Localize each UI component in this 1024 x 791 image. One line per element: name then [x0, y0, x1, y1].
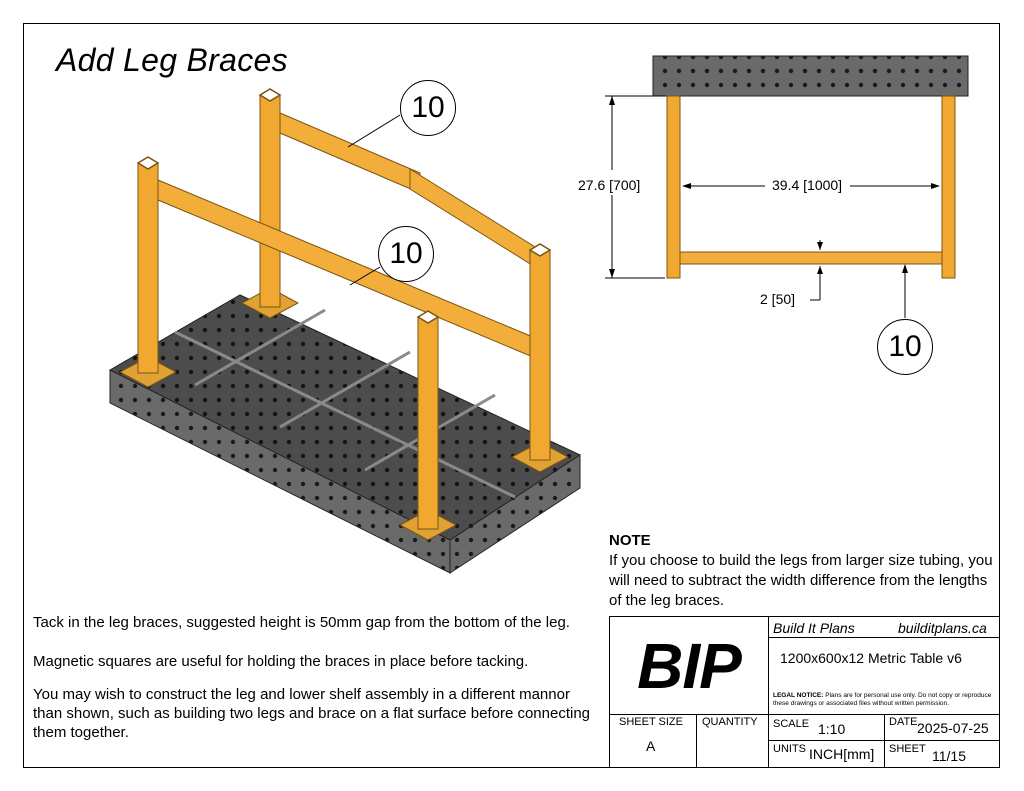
instruction-3: You may wish to construct the leg and lo…: [33, 686, 591, 741]
note-heading: NOTE: [609, 532, 651, 549]
date-value: 2025-07-25: [917, 720, 989, 736]
isometric-view: [108, 88, 582, 574]
leg-tops: [136, 88, 552, 324]
sheet-label: SHEET: [889, 743, 926, 755]
drawing-frame: [23, 23, 1000, 768]
front-view-tabletop: [652, 55, 969, 97]
leader-lower: [349, 266, 381, 286]
sheet-value: 11/15: [932, 748, 966, 764]
legal-notice-text: Plans are for personal use only. Do not …: [773, 692, 992, 707]
units-value: INCH[mm]: [809, 746, 875, 762]
bip-logo: BIP: [637, 630, 742, 702]
dimension-arrows: [609, 96, 940, 278]
front-view: [605, 55, 969, 318]
callout-balloon-front: 10: [877, 319, 933, 375]
company-name: Build It Plans: [773, 620, 855, 636]
dimension-gap: 2 [50]: [760, 291, 796, 307]
dimension-width: 39.4 [1000]: [772, 177, 843, 193]
quantity-label: QUANTITY: [702, 716, 758, 728]
leader-upper: [347, 114, 401, 148]
callout-balloon-upper: 10: [400, 80, 456, 136]
instruction-1: Tack in the leg braces, suggested height…: [33, 614, 570, 631]
front-view-leg-right: [941, 95, 956, 279]
callout-balloon-lower: 10: [378, 226, 434, 282]
sheet-size-value: A: [646, 738, 656, 754]
drawing-title: 1200x600x12 Metric Table v6: [780, 650, 962, 666]
sheet-size-label: SHEET SIZE: [619, 716, 683, 728]
note-body: If you choose to build the legs from lar…: [609, 552, 993, 609]
page-title: Add Leg Braces: [56, 42, 288, 78]
title-block: [609, 616, 1000, 768]
scale-label: SCALE: [773, 718, 810, 730]
front-view-leg-left: [666, 95, 681, 279]
corner-plates: [118, 287, 570, 541]
front-legs: [417, 249, 551, 530]
dimension-lines: [605, 95, 938, 318]
legal-notice-label: LEGAL NOTICE:: [773, 692, 824, 699]
instruction-2: Magnetic squares are useful for holding …: [33, 653, 529, 670]
units-label: UNITS: [773, 743, 806, 755]
website: builditplans.ca: [898, 620, 987, 636]
brace-upper-left: [279, 112, 421, 194]
scale-value: 1:10: [818, 721, 846, 737]
table-ribs: [174, 308, 516, 499]
dimension-height: 27.6 [700]: [578, 177, 641, 193]
date-label: DATE: [889, 716, 918, 728]
legal-notice: LEGAL NOTICE: Plans are for personal use…: [773, 692, 995, 708]
table-side-face: [449, 454, 581, 574]
front-view-brace: [679, 251, 943, 265]
